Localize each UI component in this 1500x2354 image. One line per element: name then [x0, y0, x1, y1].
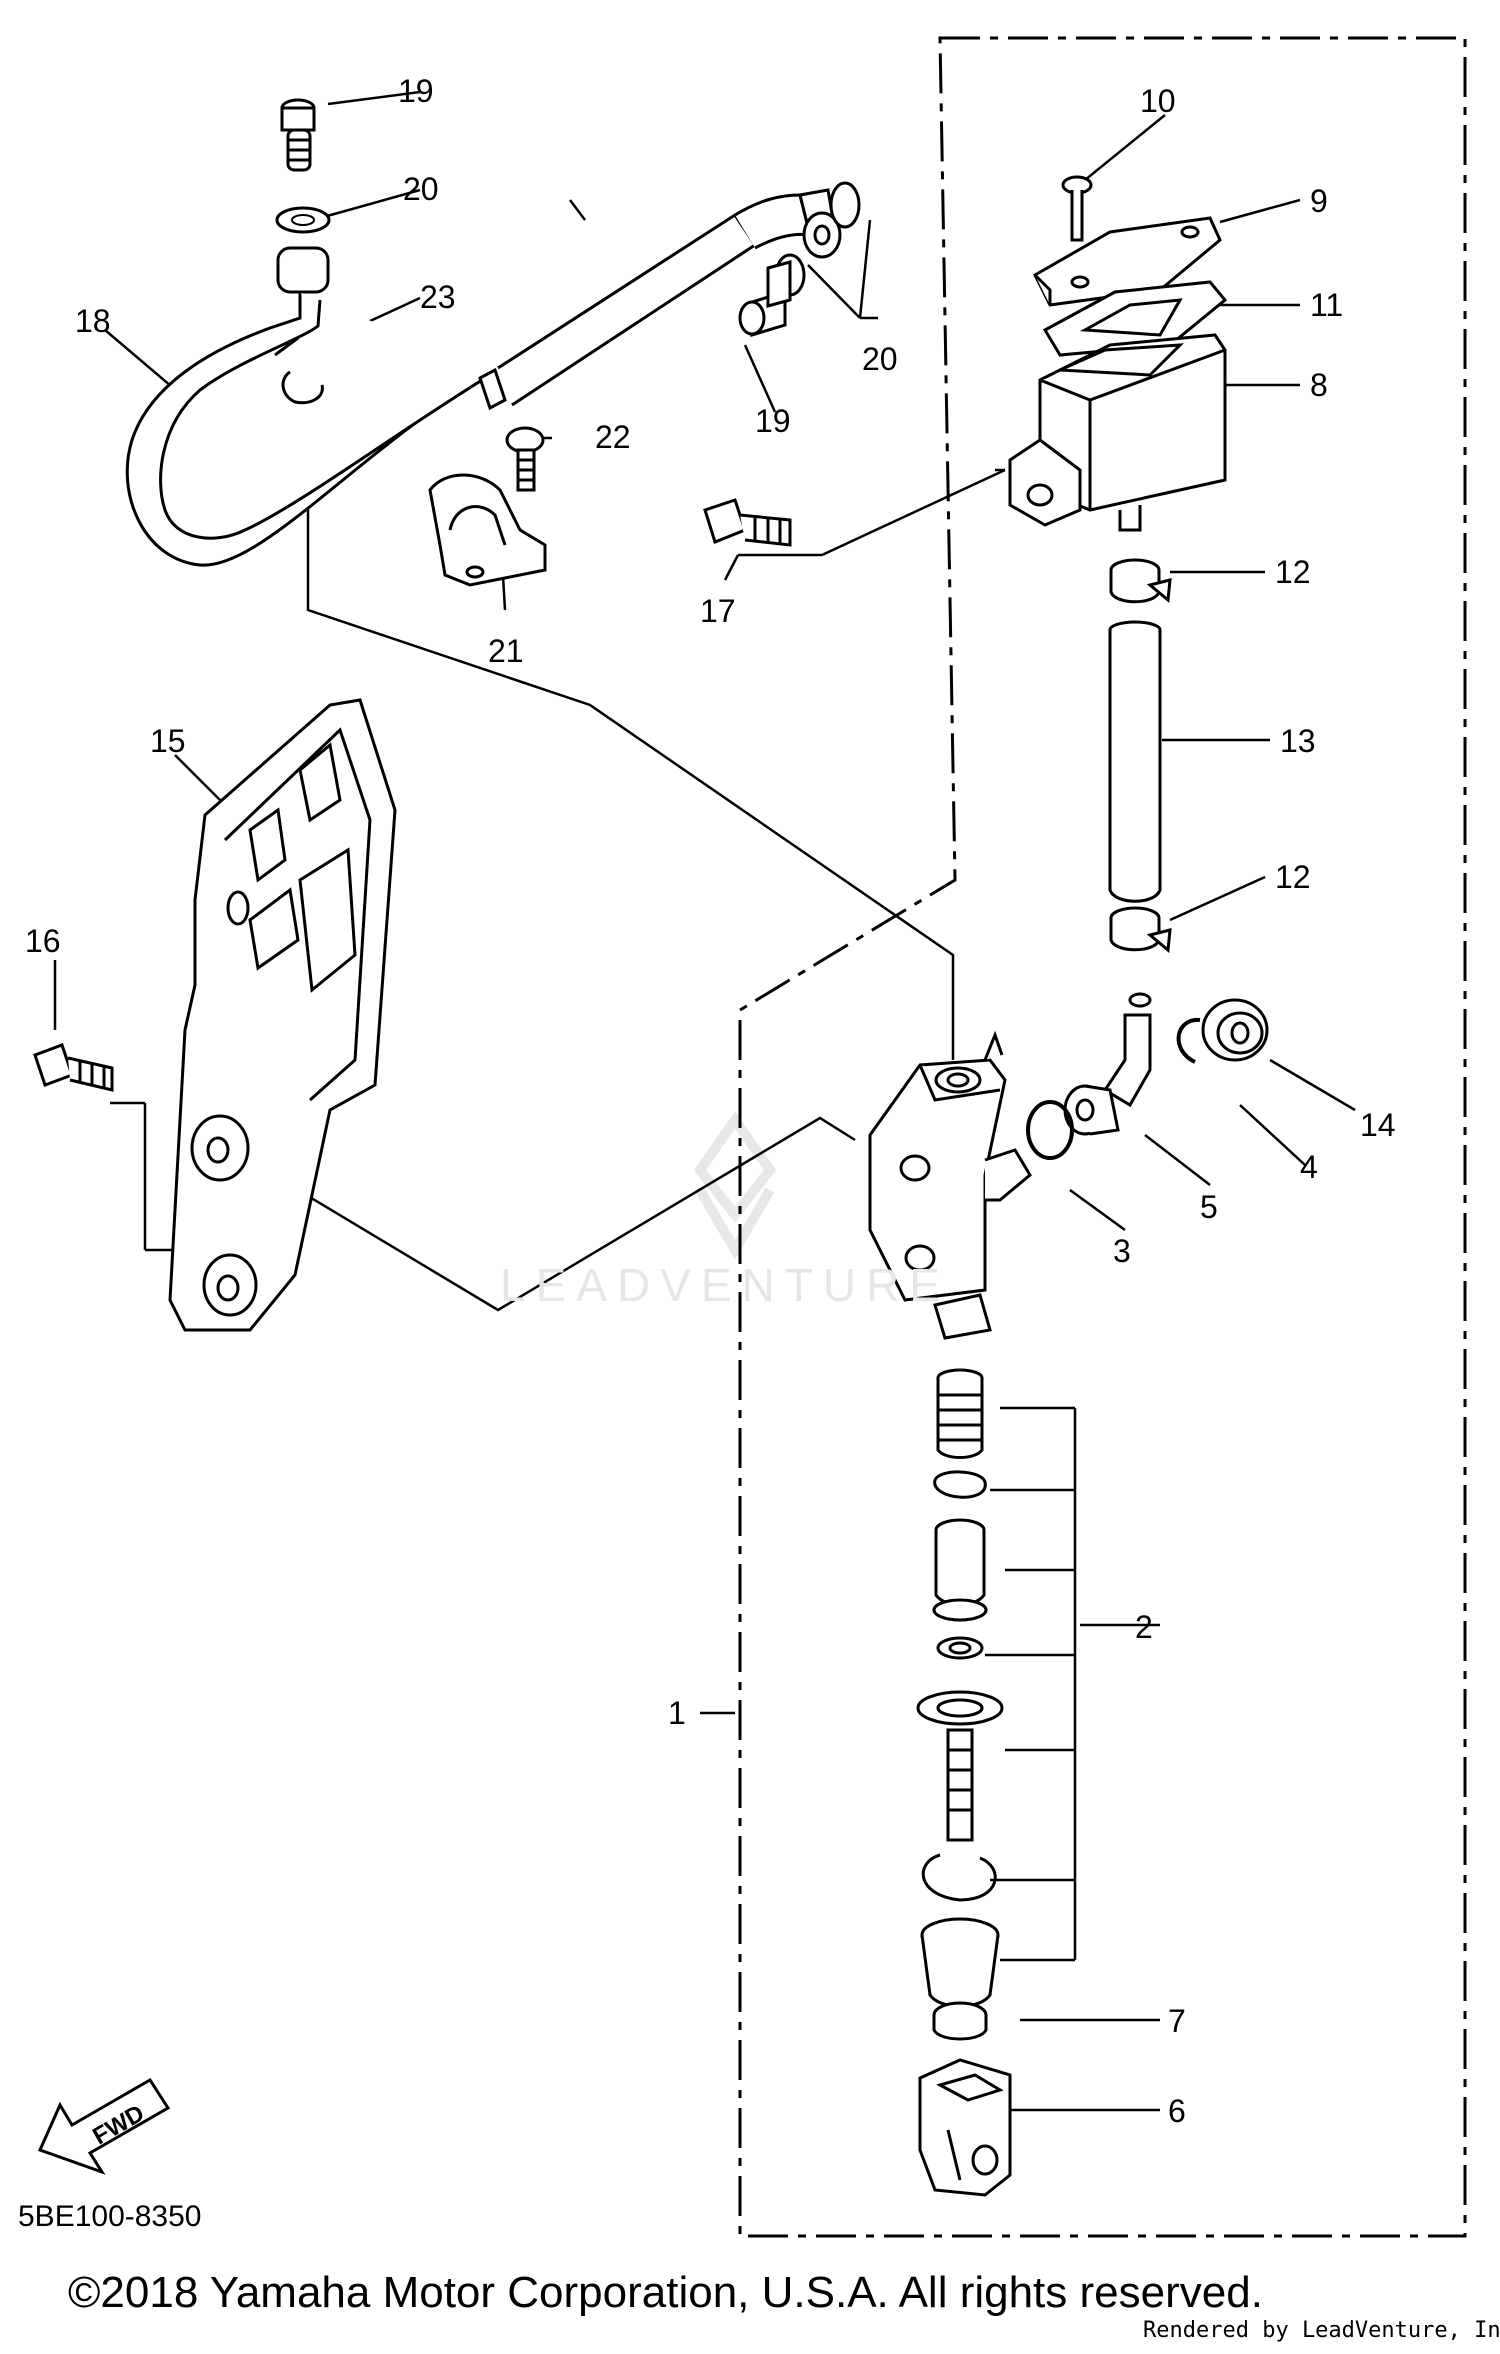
reservoir-8 [1008, 333, 1227, 532]
callout-16: 16 [25, 923, 61, 959]
reservoir-hose-13 [1108, 620, 1162, 903]
hose-joint-14 [1201, 998, 1269, 1062]
callout-4: 4 [1300, 1149, 1318, 1185]
hose-clamp-12-top [1109, 558, 1172, 604]
hose-clip-23 [281, 370, 324, 405]
diaphragm-11 [1042, 280, 1228, 357]
master-cylinder-body [868, 1030, 1032, 1340]
nut-7 [932, 2001, 988, 2041]
elbow-fitting [1102, 992, 1152, 1108]
bolt-16 [33, 1043, 114, 1092]
watermark-logo [693, 1111, 777, 1260]
callout-5: 5 [1200, 1189, 1218, 1225]
union-bolt-19-mid [738, 260, 792, 338]
callout-23: 23 [420, 279, 456, 315]
callout-10: 10 [1140, 83, 1176, 119]
washer-20-top-hole [291, 214, 315, 226]
callout-17: 17 [700, 593, 736, 629]
callout-20-top: 20 [403, 171, 439, 207]
callout-13: 13 [1280, 723, 1316, 759]
leader-lines [53, 90, 1356, 2112]
callout-15: 15 [150, 723, 186, 759]
callout-9: 9 [1310, 183, 1328, 219]
bolt-17 [703, 498, 792, 547]
diagram-code: 5BE100-8350 [18, 2200, 202, 2233]
callout-11: 11 [1310, 287, 1343, 323]
callout-3: 3 [1113, 1233, 1131, 1269]
callout-1: 1 [668, 1695, 686, 1731]
callout-7: 7 [1168, 2003, 1186, 2039]
copyright-notice: ©2018 Yamaha Motor Corporation, U.S.A. A… [68, 2268, 1263, 2317]
screw-10 [1061, 175, 1093, 242]
circlip-4 [1176, 1017, 1201, 1064]
callout-19-mid: 19 [755, 403, 791, 439]
clevis-6 [918, 2058, 1012, 2197]
bolt-22 [505, 426, 545, 492]
route-lines [227, 422, 1005, 1312]
piston-kit-2 [916, 1368, 1004, 2008]
washer-20-right-a [829, 181, 861, 229]
bleeder-screw-19-top [280, 98, 316, 172]
watermark-text: LEADVENTURE [500, 1259, 950, 1311]
callout-22: 22 [595, 419, 631, 455]
callout-8: 8 [1310, 367, 1328, 403]
callout-12-top: 12 [1275, 554, 1311, 590]
hose-clamp-12-bottom [1109, 906, 1172, 953]
callout-20-right: 20 [862, 341, 898, 377]
callout-12-bottom: 12 [1275, 859, 1311, 895]
callout-6: 6 [1168, 2093, 1186, 2129]
o-ring-3 [1026, 1100, 1074, 1160]
assembly-dash-box [738, 36, 1467, 2238]
callout-labels: 1 2 3 4 5 6 7 8 9 10 11 12 12 13 14 15 1… [25, 73, 1396, 2129]
reservoir-cap-9 [1033, 216, 1222, 307]
rendered-by-credit: Rendered by LeadVenture, Inc. [1143, 2318, 1500, 2343]
brake-hose-18 [125, 188, 842, 567]
callout-21: 21 [488, 633, 524, 669]
callout-19-top: 19 [398, 73, 434, 109]
joint-5 [1063, 1084, 1120, 1136]
heel-guard-15 [168, 698, 397, 1332]
callout-18: 18 [75, 303, 111, 339]
fwd-arrow-icon: FWD [37, 2077, 171, 2175]
callout-2: 2 [1135, 1609, 1153, 1645]
callout-14: 14 [1360, 1107, 1396, 1143]
hose-holder-21 [428, 473, 547, 587]
